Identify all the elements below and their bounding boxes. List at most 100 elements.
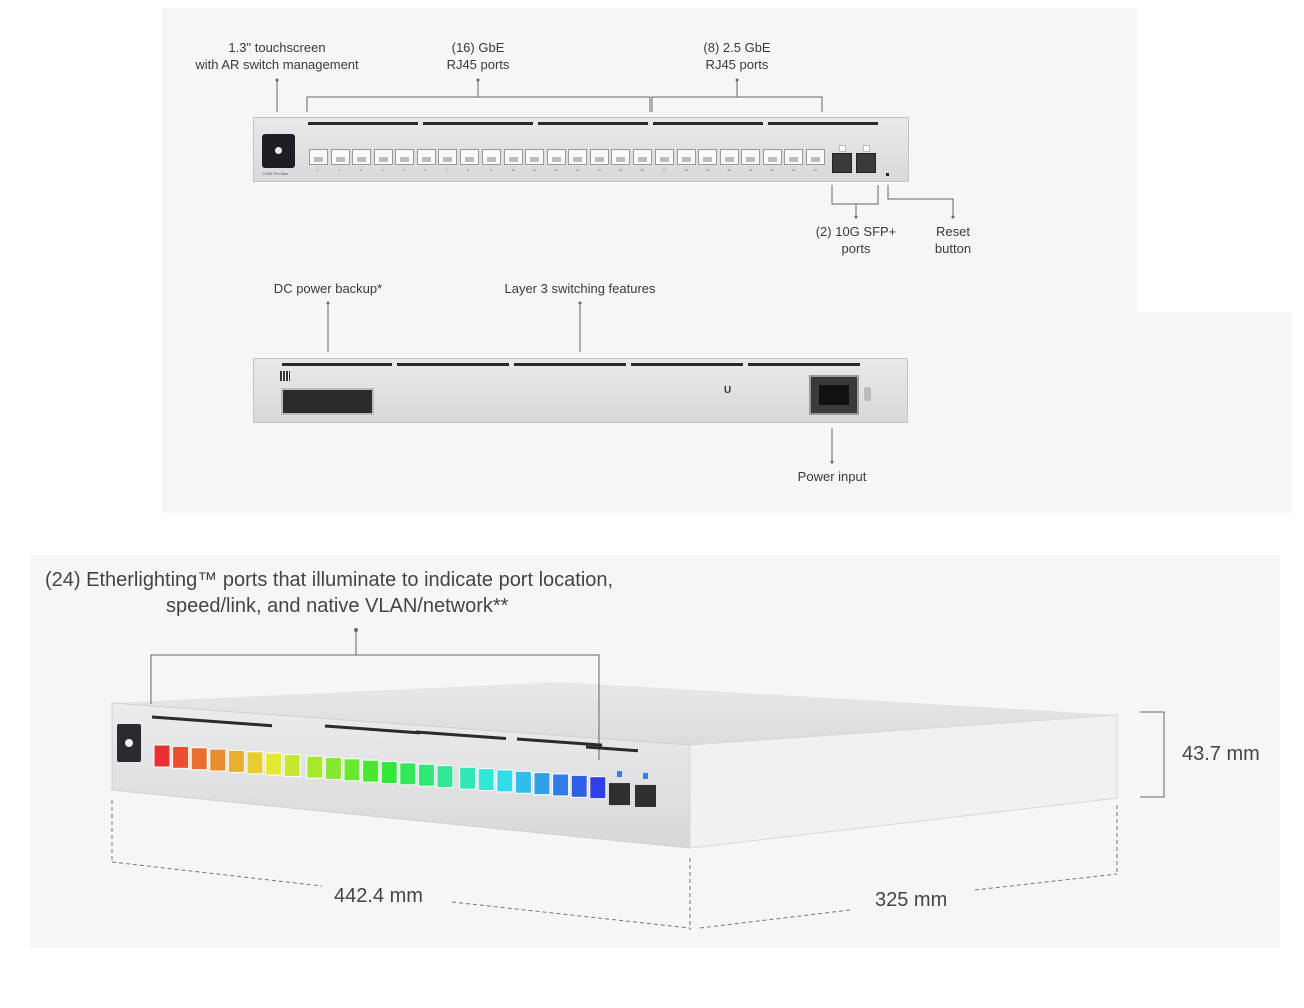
port-number: 8 (467, 168, 470, 172)
port-number: 4 (381, 168, 384, 172)
port-number: 7 (446, 168, 448, 172)
rj45-port[interactable] (352, 149, 371, 165)
port-number: 11 (533, 168, 537, 172)
port-number: 20 (727, 168, 731, 172)
etherlighting-port (514, 770, 532, 794)
port-number: 23 (792, 168, 796, 172)
rj45-port[interactable] (805, 149, 825, 165)
rj45-port[interactable] (395, 149, 414, 165)
vent-slot (397, 363, 509, 366)
etherlighting-port (246, 751, 264, 775)
port-number: 17 (663, 168, 667, 172)
callout-line-2: with AR switch management (195, 57, 359, 72)
rj45-port[interactable] (438, 149, 457, 165)
rj45-port[interactable] (762, 149, 782, 165)
etherlighting-port (477, 768, 495, 792)
vent-slot (653, 122, 763, 125)
etherlighting-port (496, 769, 514, 793)
top-diagram-panel (162, 8, 1137, 513)
port-number: 1 (317, 168, 319, 172)
sfp-port[interactable] (832, 153, 852, 173)
port-number: 12 (554, 168, 558, 172)
rj45-port[interactable] (330, 149, 350, 165)
etherlighting-port (283, 753, 301, 777)
sfp-port[interactable] (856, 153, 876, 173)
etherlighting-port (552, 773, 570, 797)
etherlighting-port (459, 766, 477, 790)
rj45-port[interactable] (416, 149, 436, 165)
sfp-led (617, 771, 622, 778)
rj45-port[interactable] (309, 149, 328, 165)
dc-power-connector[interactable] (281, 388, 374, 415)
width-dimension: 442.4 mm (334, 885, 423, 907)
rj45-port[interactable] (741, 149, 760, 165)
rj45-port[interactable] (632, 149, 652, 165)
touchscreen (262, 134, 295, 168)
port-number: 16 (640, 168, 644, 172)
rj45-port[interactable] (546, 149, 566, 165)
gbe25-ports-callout: (8) 2.5 GbE RJ45 ports (703, 39, 770, 73)
reset-button[interactable] (886, 173, 889, 176)
port-number: 2 (338, 168, 341, 172)
etherlighting-port (589, 776, 607, 800)
rj45-port[interactable] (373, 149, 393, 165)
etherlighting-port (153, 744, 171, 768)
depth-dimension: 325 mm (875, 889, 948, 911)
rj45-port[interactable] (611, 149, 630, 165)
etherlighting-port (380, 761, 398, 785)
top-diagram-panel-extension (1137, 312, 1292, 513)
rj45-port[interactable] (698, 149, 717, 165)
rj45-port[interactable] (482, 149, 501, 165)
etherlighting-headline-2: speed/link, and native VLAN/network** (166, 595, 509, 617)
rj45-port[interactable] (525, 149, 544, 165)
rj45-port[interactable] (589, 149, 609, 165)
etherlighting-headline-1: (24) Etherlighting™ ports that illuminat… (45, 569, 614, 591)
gbe-ports-callout: (16) GbE RJ45 ports (447, 39, 510, 73)
power-socket-icon (819, 385, 849, 405)
rj45-port[interactable] (784, 149, 803, 165)
callout-line-2: ports (841, 241, 871, 256)
port-number: 15 (619, 168, 623, 172)
callout-line-1: (2) 10G SFP+ (815, 224, 897, 239)
vent-slot (748, 363, 860, 366)
rj45-port[interactable] (676, 149, 696, 165)
qr-code-icon (280, 371, 290, 381)
sfp-led (863, 145, 870, 152)
ac-power-inlet[interactable] (809, 375, 859, 415)
callout-line-1: Reset (936, 224, 970, 239)
port-number: 22 (770, 168, 774, 172)
power-switch[interactable] (864, 387, 871, 401)
power-input-callout: Power input (797, 469, 867, 484)
callout-line-2: button (934, 241, 972, 256)
etherlighting-port (570, 774, 588, 798)
etherlighting-port (209, 748, 227, 772)
etherlighting-port (362, 759, 380, 783)
vent-slot (282, 363, 392, 366)
rj45-port[interactable] (568, 149, 587, 165)
height-dimension: 43.7 mm (1182, 743, 1260, 765)
vent-slot (538, 122, 648, 125)
etherlighting-port (306, 755, 324, 779)
etherlighting-port (172, 745, 190, 769)
etherlighting-port (265, 752, 283, 776)
vent-slot (151, 715, 273, 728)
sfp-port (609, 783, 630, 806)
rj45-port[interactable] (503, 149, 523, 165)
rj45-port[interactable] (655, 149, 674, 165)
sfp-led (839, 145, 846, 152)
rj45-port[interactable] (719, 149, 739, 165)
vent-slot (324, 724, 421, 735)
switch-rear-view: U (253, 358, 908, 423)
etherlighting-port (343, 758, 361, 782)
rj45-port[interactable] (459, 149, 479, 165)
switch-top-face (112, 682, 1117, 745)
callout-line-2: RJ45 ports (446, 57, 510, 72)
layer3-callout: Layer 3 switching features (504, 281, 656, 296)
port-number: 13 (576, 168, 580, 172)
port-number: 9 (490, 168, 492, 172)
sfp-led (643, 772, 648, 779)
callout-lines (275, 78, 955, 464)
etherlighting-port (417, 763, 435, 787)
